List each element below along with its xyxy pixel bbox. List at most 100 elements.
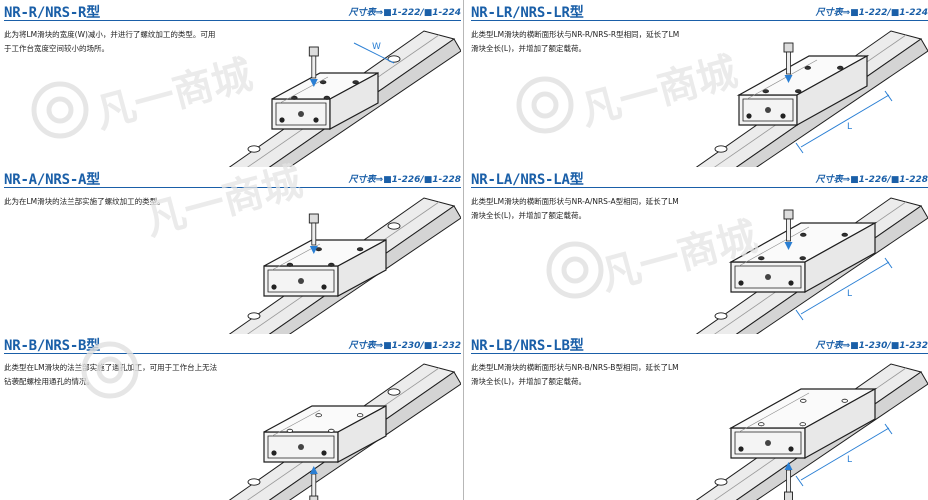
block-edge [279,76,329,104]
dimension-table-link[interactable]: 尺寸表⇒■1-222/■1-224 [815,8,928,18]
grease-nipple [765,107,771,113]
dimension-tick [795,142,804,154]
bolt-shaft [311,55,317,79]
dimension-table-link[interactable]: 尺寸表⇒■1-226/■1-228 [348,175,461,185]
mounting-hole [328,428,335,433]
seal-bolt [321,450,327,456]
guide-block-illustration [228,363,461,500]
end-seal [267,435,335,459]
dimension-table-link[interactable]: 尺寸表⇒■1-230/■1-232 [815,341,928,351]
section-nr-lr: NR-LR/NRS-LR型 尺寸表⇒■1-222/■1-224 此类型LM滑块的… [471,3,928,167]
seal-bolt [738,280,744,286]
guide-block-illustration: L [695,197,928,334]
grease-nipple [765,274,771,280]
end-seal [734,265,802,289]
section-title: NR-B/NRS-B型 [4,338,101,354]
mounting-hole [762,89,769,94]
seal-bolt [271,450,277,456]
rail-hole [714,478,728,486]
bolt-head [784,491,793,500]
rail-hole [387,55,401,63]
dimension-label: L [847,122,852,132]
dimension-tick [884,90,893,102]
seal-bolt [746,113,752,119]
mounting-hole [800,398,807,403]
section-header: NR-R/NRS-R型 尺寸表⇒■1-222/■1-224 [4,3,461,21]
block-edge [271,409,321,437]
dimension-line [353,42,395,64]
mounting-hole [758,256,765,261]
block-side [337,404,387,464]
seal-bolt [780,113,786,119]
seal-bolt [788,280,794,286]
mounting-hole [286,262,294,267]
bolt-head [309,495,319,500]
seal-bolt [313,117,319,123]
section-header: NR-LA/NRS-LA型 尺寸表⇒■1-226/■1-228 [471,170,928,188]
end-seal [734,431,802,455]
rail-hole [387,388,401,396]
section-title: NR-LB/NRS-LB型 [471,338,584,354]
dimension-marker: W [353,42,395,64]
section-description: 此为将LM滑块的宽度(W)减小，并进行了螺纹加工的类型。可用于工作台宽度空间较小… [4,30,216,53]
mounting-hole [323,95,331,100]
seal-bolt [788,446,794,452]
section-title: NR-LA/NRS-LA型 [471,172,584,188]
arrow-down-icon [784,242,793,250]
dimension-tick [795,309,804,321]
bolt-head [308,46,319,57]
arrow-up-icon [309,466,318,474]
dimension-line [800,427,890,481]
bolt-shaft [786,51,791,75]
dimension-tick [884,423,893,435]
dimension-marker: L [795,90,893,154]
block-side [329,71,379,131]
end-seal [267,269,335,293]
section-nr-b: NR-B/NRS-B型 尺寸表⇒■1-230/■1-232 此类型在LM滑块的法… [4,336,461,500]
seal-bolt [279,117,285,123]
rail-hole [714,145,728,153]
guide-block-illustration [228,197,461,334]
mounting-hole [356,413,364,418]
rail-hole [387,222,401,230]
arrow-up-icon [784,462,793,470]
seal-bolt [271,284,277,290]
dimension-tick [795,475,804,487]
column-divider [463,0,464,500]
dimension-table-link[interactable]: 尺寸表⇒■1-230/■1-232 [348,341,461,351]
section-header: NR-A/NRS-A型 尺寸表⇒■1-226/■1-228 [4,170,461,188]
dimension-label: W [372,42,381,52]
rail-hole [247,145,261,153]
bolt-head [783,42,794,53]
section-nr-r: NR-R/NRS-R型 尺寸表⇒■1-222/■1-224 此为将LM滑块的宽度… [4,3,461,167]
dimension-table-link[interactable]: 尺寸表⇒■1-226/■1-228 [815,175,928,185]
rail-hole [247,478,261,486]
bolt-shaft [311,473,317,497]
mounting-hole [286,428,294,433]
block-side [804,387,876,460]
mounting-hole [804,65,811,70]
section-title: NR-LR/NRS-LR型 [471,5,584,21]
mounting-hole [837,65,844,70]
mounting-hole [795,89,802,94]
end-seal [742,98,794,122]
mounting-hole [328,262,335,267]
bolt-shaft [786,469,791,493]
end-seal [275,102,327,126]
mounting-hole [799,256,806,261]
seal-bolt [321,284,327,290]
dimension-marker: L [795,423,893,487]
grease-nipple [298,444,304,450]
section-description: 此类型LM滑块的横断面形状与NR-A/NRS-A型相同，延长了LM滑块全长(L)… [471,197,679,220]
dimension-table-link[interactable]: 尺寸表⇒■1-222/■1-224 [348,8,461,18]
section-header: NR-LR/NRS-LR型 尺寸表⇒■1-222/■1-224 [471,3,928,21]
section-header: NR-LB/NRS-LB型 尺寸表⇒■1-230/■1-232 [471,336,928,354]
block-edge [738,226,810,267]
dimension-marker: L [795,257,893,321]
dimension-label: L [847,289,852,299]
mounting-hole [841,232,848,237]
mounting-hole [315,413,322,418]
grease-nipple [298,278,304,284]
section-nr-la: NR-LA/NRS-LA型 尺寸表⇒■1-226/■1-228 此类型LM滑块的… [471,170,928,334]
mounting-hole [352,80,359,85]
